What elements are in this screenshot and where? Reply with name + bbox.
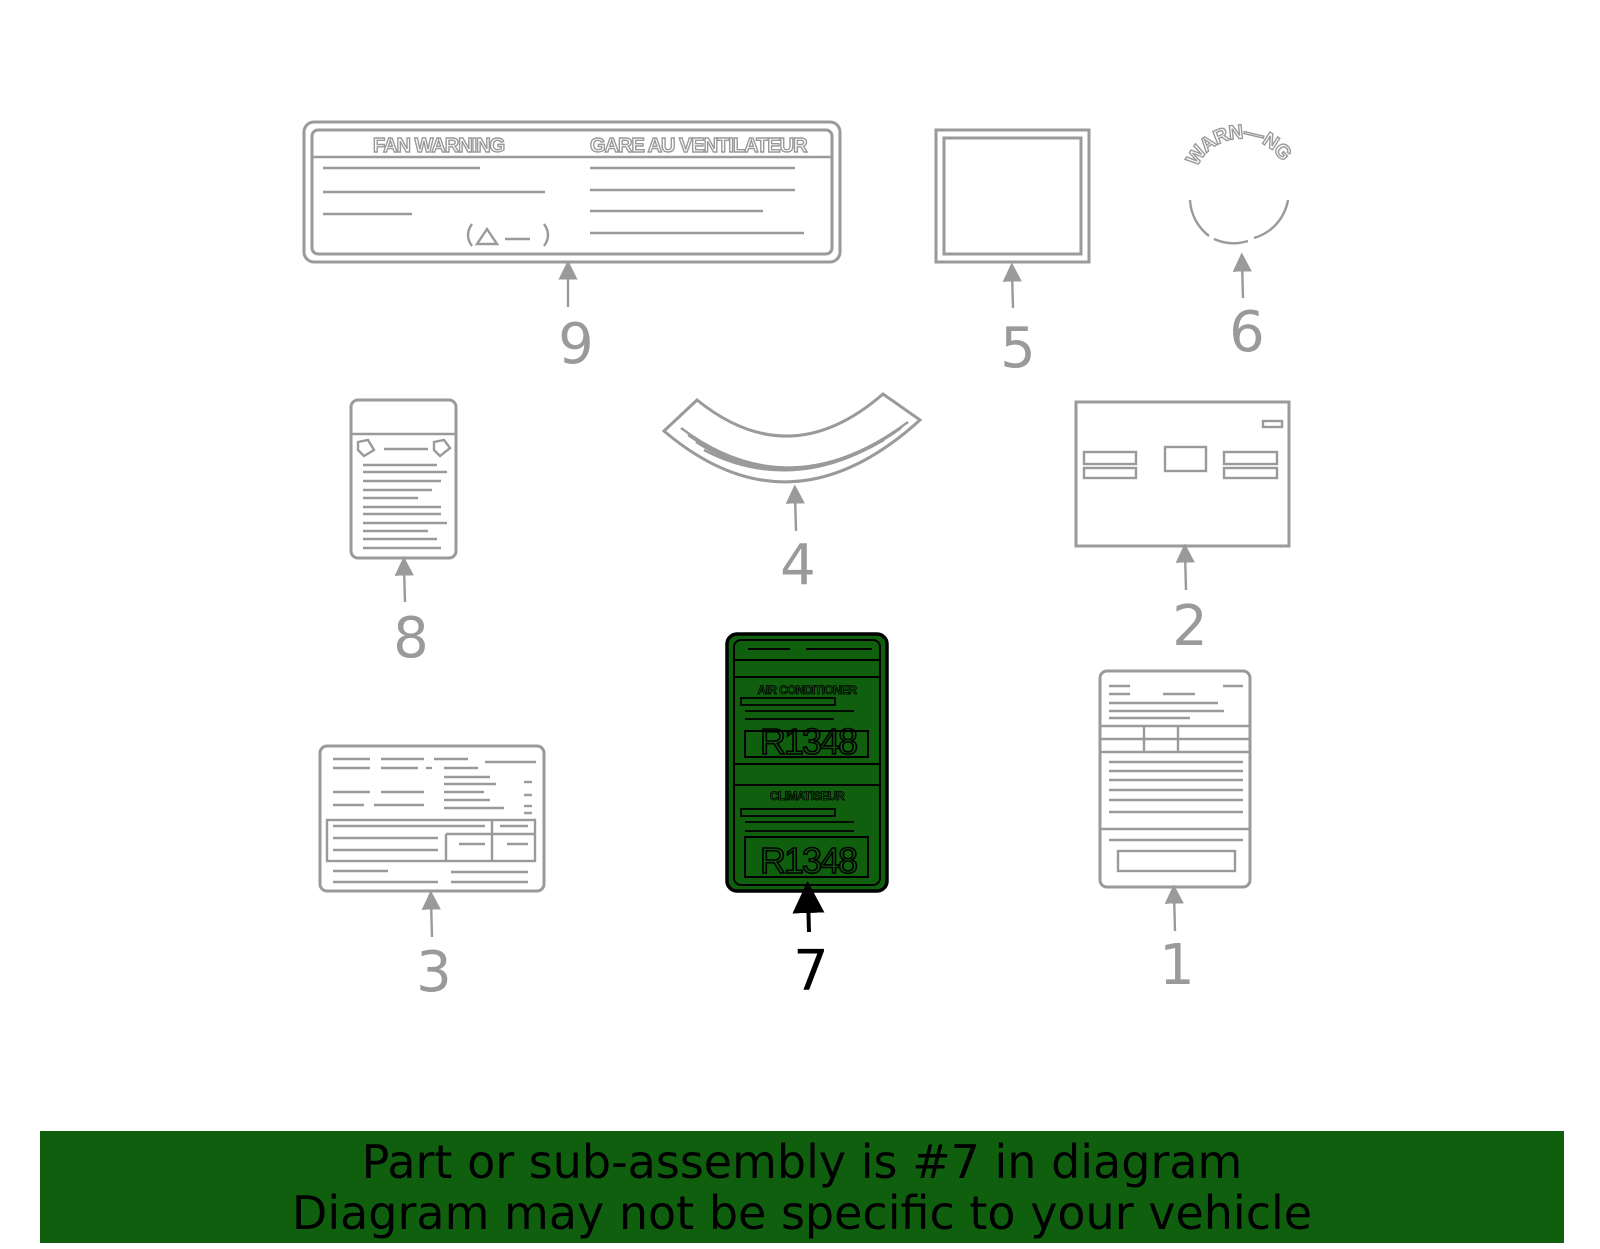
callout-arrow-1: [1164, 884, 1184, 932]
part-9-fan-warning-label[interactable]: FAN WARNING GARE AU VENTILATEUR: [302, 120, 842, 264]
gare-au-ventilateur-title: GARE AU VENTILATEUR: [590, 135, 808, 157]
callout-number-7[interactable]: 7: [793, 939, 829, 1004]
callout-number-4[interactable]: 4: [780, 533, 816, 598]
diagram-notice-banner: Part or sub-assembly is #7 in diagram Di…: [40, 1131, 1564, 1243]
part-2-wide-label[interactable]: [1074, 400, 1291, 548]
callout-number-5[interactable]: 5: [1000, 316, 1036, 381]
callout-arrow-5: [1002, 262, 1022, 309]
callout-arrow-3: [421, 890, 441, 938]
callout-arrow-7: [792, 881, 825, 933]
callout-arrow-6: [1232, 252, 1252, 299]
part-4-curved-label[interactable]: [661, 392, 923, 484]
refrigerant-code-top: R1348: [760, 721, 857, 762]
part-1-info-label[interactable]: [1098, 669, 1252, 889]
part-3-table-label[interactable]: [318, 744, 546, 893]
round-warning-text: WARN—NG: [1182, 121, 1295, 169]
refrigerant-code-bottom: R1348: [760, 840, 857, 881]
part-7-ac-refrigerant-label[interactable]: AIR CONDITIONER R1348 CLIMATISEUR R1348: [725, 632, 889, 893]
callout-number-3[interactable]: 3: [416, 940, 452, 1005]
callout-arrow-2: [1175, 543, 1195, 591]
climatiseur-heading: CLIMATISEUR: [770, 789, 845, 803]
part-8-tall-label[interactable]: [349, 398, 458, 560]
callout-number-2[interactable]: 2: [1172, 594, 1208, 659]
callout-arrow-4: [785, 484, 805, 532]
callout-number-9[interactable]: 9: [558, 312, 594, 377]
fan-warning-title: FAN WARNING: [373, 135, 505, 157]
part-6-round-warning-label[interactable]: WARN—NG: [1182, 121, 1297, 245]
vehicle-disclaimer: Diagram may not be specific to your vehi…: [291, 1186, 1313, 1240]
callout-number-8[interactable]: 8: [393, 606, 429, 671]
callout-number-6[interactable]: 6: [1229, 300, 1265, 365]
callout-number-1[interactable]: 1: [1159, 933, 1195, 998]
callout-arrow-8: [394, 556, 414, 603]
part-location-notice: Part or sub-assembly is #7 in diagram: [361, 1135, 1243, 1189]
air-conditioner-heading: AIR CONDITIONER: [757, 683, 857, 697]
part-5-square-label[interactable]: [934, 128, 1091, 264]
